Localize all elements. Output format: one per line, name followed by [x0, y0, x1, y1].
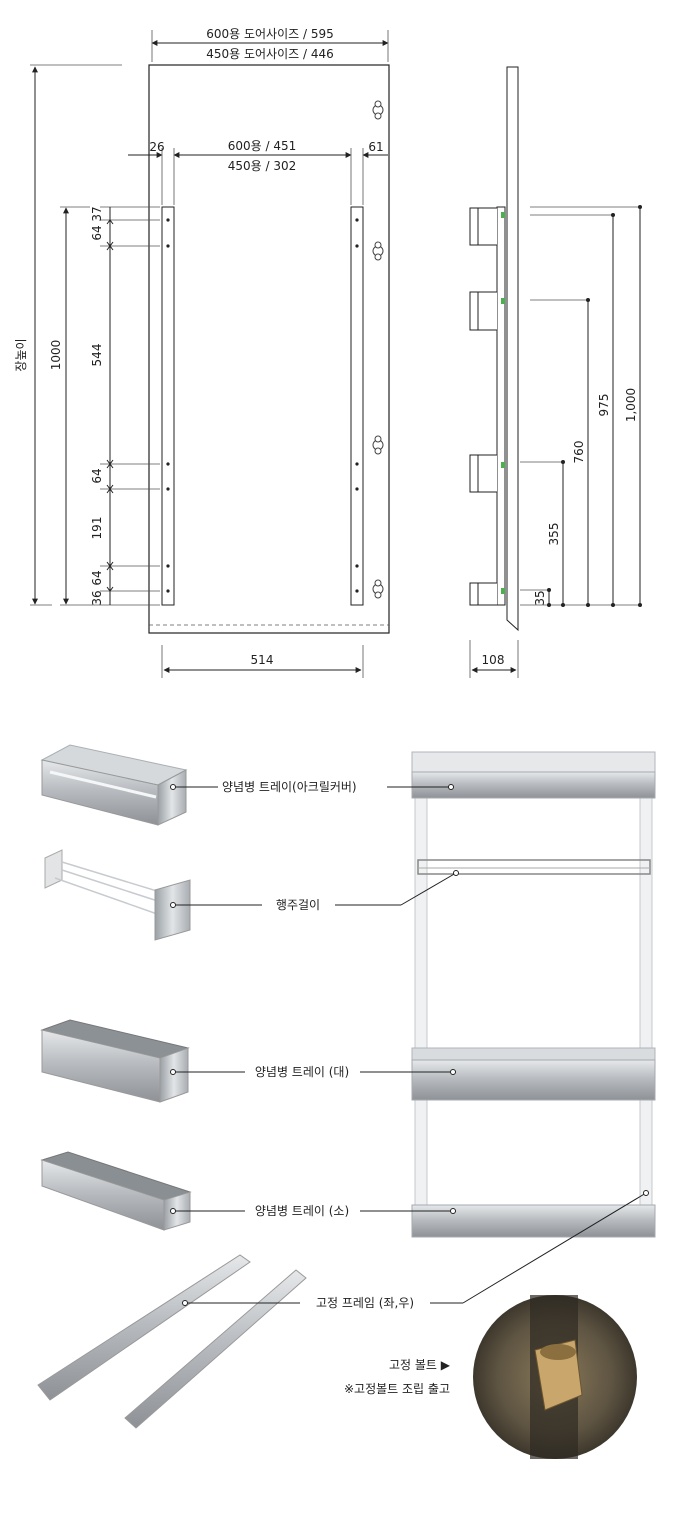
door-width-450-label: 450용 도어사이즈 / 446	[206, 47, 334, 61]
towel-hanger-photo	[44, 849, 191, 941]
hinge-marks	[372, 100, 384, 599]
right-offset-label: 61	[368, 140, 383, 154]
side-height-2: 760	[572, 441, 586, 464]
label-fixed-frame: 고정 프레임 (좌,우)	[316, 1296, 414, 1310]
height-label: 장높이	[14, 338, 28, 371]
assembled-unit-illustration	[411, 751, 656, 1238]
side-height-4: 35	[533, 590, 547, 605]
rail-dim-5: 64	[90, 570, 104, 585]
rail-dim-0: 37	[90, 206, 104, 221]
label-tray-large: 양념병 트레이 (대)	[255, 1065, 349, 1079]
rail-dim-3: 64	[90, 468, 104, 483]
rail-dim-1: 64	[90, 225, 104, 240]
bottom-width-label: 514	[251, 653, 274, 667]
left-frame-rail	[161, 206, 175, 606]
inner-450-label: 450용 / 302	[228, 159, 297, 173]
rail-dim-6: 36	[90, 590, 104, 605]
fixed-bolt-photo	[473, 1295, 637, 1459]
front-view-drawing: 600용 도어사이즈 / 595 450용 도어사이즈 / 446	[14, 27, 390, 678]
tray-acrylic-photo	[40, 744, 188, 826]
right-frame-rail	[350, 206, 364, 606]
label-fixed-bolt: 고정 볼트 ▶	[389, 1358, 451, 1372]
side-height-3: 355	[547, 523, 561, 546]
height-1000-label: 1000	[49, 340, 63, 371]
rail-segment-dimensions: 37 64 544 64 191 64 36	[90, 206, 160, 606]
fixed-frame-photo	[37, 1254, 307, 1429]
side-height-0: 1,000	[624, 388, 638, 422]
label-bolt-note: ※고정볼트 조립 출고	[344, 1382, 450, 1396]
rail-dim-4: 191	[90, 517, 104, 540]
inner-600-label: 600용 / 451	[228, 139, 297, 153]
side-height-1: 975	[597, 394, 611, 417]
door-width-600-label: 600용 도어사이즈 / 595	[206, 27, 334, 41]
label-tray-acrylic: 양념병 트레이(아크릴커버)	[222, 780, 357, 794]
label-tray-small: 양념병 트레이 (소)	[255, 1204, 349, 1218]
callout-leaders	[170, 784, 649, 1306]
label-towel-hanger: 행주걸이	[276, 897, 320, 912]
door-panel	[148, 64, 390, 634]
side-view-drawing: 1,000 975 760 355 35 108	[469, 66, 642, 678]
left-offset-label: 26	[149, 140, 164, 154]
tray-large-photo	[40, 1019, 190, 1103]
side-depth-label: 108	[482, 653, 505, 667]
rail-dim-2: 544	[90, 344, 104, 367]
tray-small-photo	[40, 1151, 192, 1231]
